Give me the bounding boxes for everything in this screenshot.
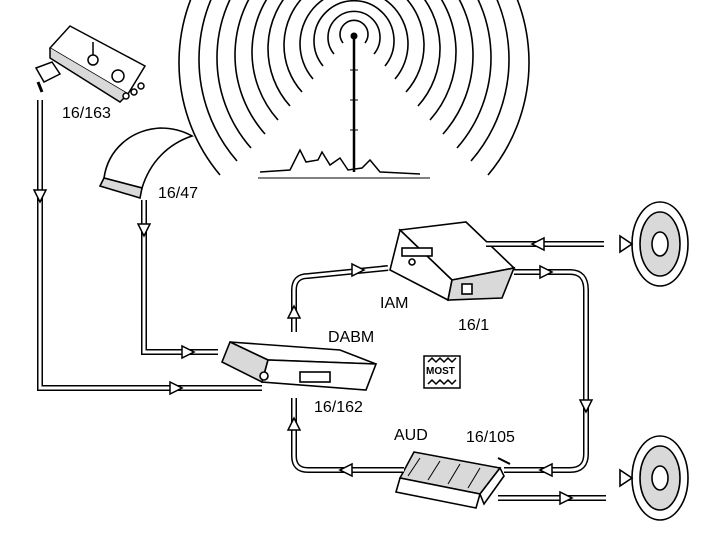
aud-unit-icon — [394, 451, 511, 509]
fm-module-label: 16/163 — [62, 105, 111, 122]
iam-unit-icon — [389, 221, 516, 302]
aud-label: AUD — [394, 427, 428, 444]
aud-code-label: 16/105 — [466, 429, 515, 446]
speaker-icon — [619, 435, 689, 521]
arrow-icon — [32, 189, 594, 506]
antenna-icon — [98, 127, 194, 200]
most-bus-icon — [423, 355, 461, 389]
dabm-code-label: 16/162 — [314, 399, 363, 416]
fm-module-icon — [34, 25, 147, 103]
broadcast-tower-icon — [258, 32, 430, 179]
speaker-icon — [619, 201, 689, 287]
dabm-label: DABM — [328, 329, 375, 346]
iam-code-label: 16/1 — [458, 317, 490, 334]
iam-label: IAM — [380, 295, 409, 312]
antenna-label: 16/47 — [158, 185, 199, 202]
signal-waves-icon — [178, 0, 530, 176]
most-bus-label: MOST — [426, 366, 455, 377]
dabm-unit-icon — [220, 340, 378, 391]
